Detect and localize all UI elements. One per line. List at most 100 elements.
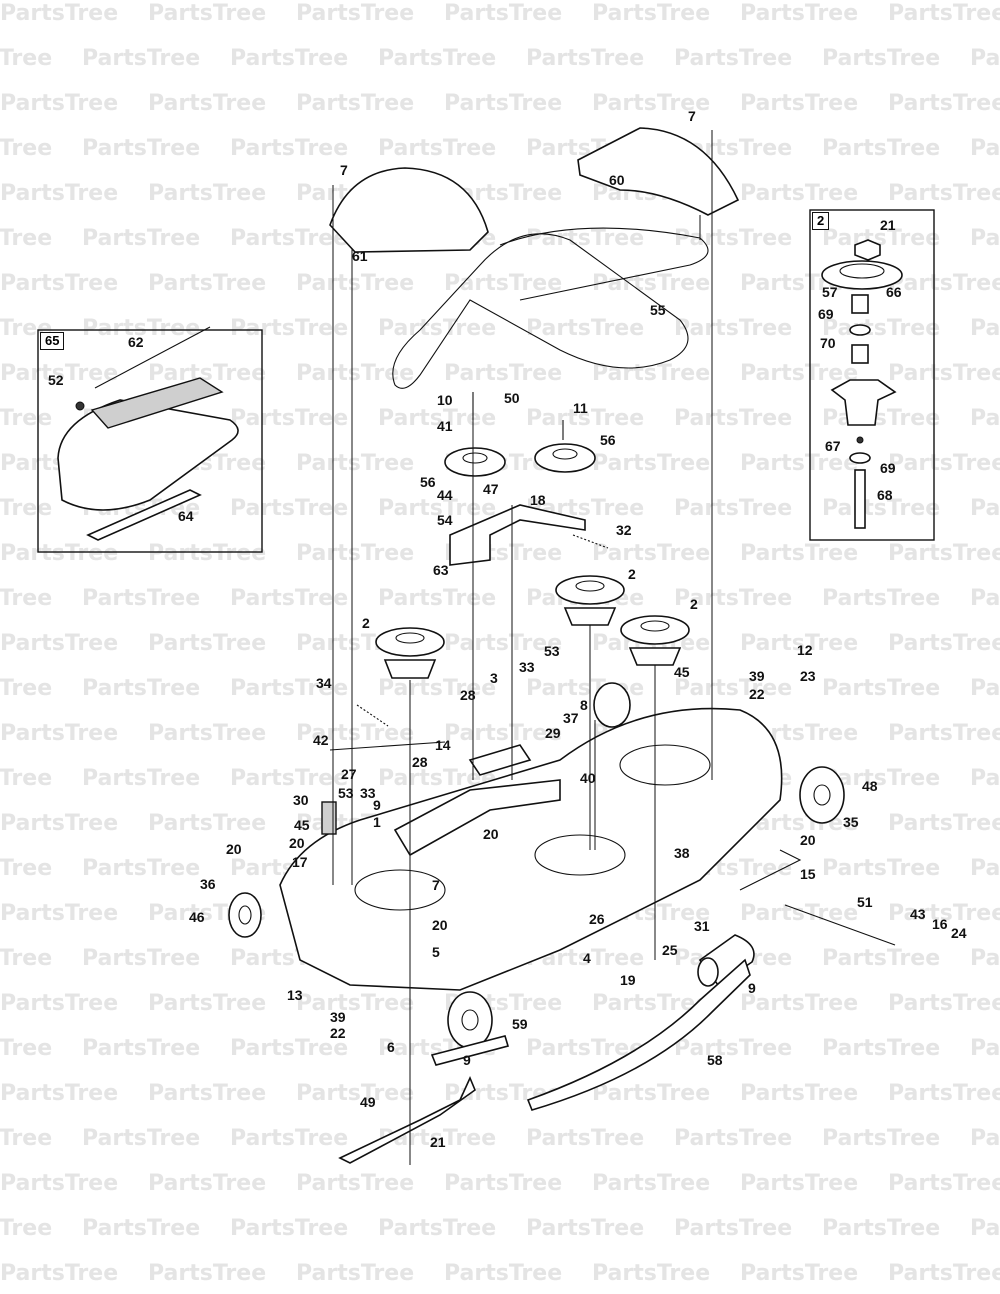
part-callout-18: 18 xyxy=(530,492,546,508)
part-callout-7: 7 xyxy=(340,162,348,178)
inset-label-65: 65 xyxy=(40,332,65,350)
part-callout-10: 10 xyxy=(437,392,453,408)
part-callout-42: 42 xyxy=(313,732,329,748)
part-callout-2: 2 xyxy=(690,596,698,612)
part-callout-56: 56 xyxy=(420,474,436,490)
part-callout-52: 52 xyxy=(48,372,64,388)
part-callout-46: 46 xyxy=(189,909,205,925)
part-callout-22: 22 xyxy=(749,686,765,702)
part-callout-22: 22 xyxy=(330,1025,346,1041)
part-callout-21: 21 xyxy=(430,1134,446,1150)
inset-box-65 xyxy=(37,326,263,553)
part-callout-17: 17 xyxy=(292,854,308,870)
part-callout-40: 40 xyxy=(580,770,596,786)
part-callout-39: 39 xyxy=(330,1009,346,1025)
part-callout-3: 3 xyxy=(490,670,498,686)
part-callout-55: 55 xyxy=(650,302,666,318)
part-callout-9: 9 xyxy=(748,980,756,996)
part-callout-47: 47 xyxy=(483,481,499,497)
part-callout-28: 28 xyxy=(460,687,476,703)
part-callout-53: 53 xyxy=(544,643,560,659)
belt-cover-right xyxy=(577,127,740,216)
part-callout-48: 48 xyxy=(862,778,878,794)
part-callout-20: 20 xyxy=(226,841,242,857)
part-callout-20: 20 xyxy=(800,832,816,848)
part-callout-25: 25 xyxy=(662,942,678,958)
part-callout-5: 5 xyxy=(432,944,440,960)
inset-label-2: 2 xyxy=(812,212,830,230)
part-callout-41: 41 xyxy=(437,418,453,434)
spindle-right xyxy=(620,615,690,666)
part-callout-7: 7 xyxy=(432,877,440,893)
part-callout-30: 30 xyxy=(293,792,309,808)
part-callout-33: 33 xyxy=(519,659,535,675)
part-callout-21: 21 xyxy=(880,217,896,233)
spindle-center xyxy=(555,575,625,626)
part-callout-31: 31 xyxy=(694,918,710,934)
idler-pulley-right xyxy=(534,443,596,473)
part-callout-69: 69 xyxy=(818,306,834,322)
part-callout-9: 9 xyxy=(373,797,381,813)
part-callout-45: 45 xyxy=(294,817,310,833)
part-callout-50: 50 xyxy=(504,390,520,406)
part-callout-15: 15 xyxy=(800,866,816,882)
part-callout-49: 49 xyxy=(360,1094,376,1110)
part-callout-23: 23 xyxy=(800,668,816,684)
part-callout-29: 29 xyxy=(545,725,561,741)
part-callout-6: 6 xyxy=(387,1039,395,1055)
idler-pulley-left xyxy=(444,447,506,477)
part-callout-12: 12 xyxy=(797,642,813,658)
part-callout-68: 68 xyxy=(877,487,893,503)
part-callout-14: 14 xyxy=(435,737,451,753)
spindle-left xyxy=(375,627,445,679)
part-callout-20: 20 xyxy=(432,917,448,933)
part-callout-34: 34 xyxy=(316,675,332,691)
gauge-wheel-36 xyxy=(228,892,262,938)
part-callout-66: 66 xyxy=(886,284,902,300)
part-callout-64: 64 xyxy=(178,508,194,524)
part-callout-20: 20 xyxy=(483,826,499,842)
part-callout-54: 54 xyxy=(437,512,453,528)
drive-belt xyxy=(392,233,689,389)
gauge-wheel-front-right xyxy=(593,682,631,728)
part-callout-39: 39 xyxy=(749,668,765,684)
part-callout-8: 8 xyxy=(580,697,588,713)
part-callout-45: 45 xyxy=(674,664,690,680)
part-callout-24: 24 xyxy=(951,925,967,941)
part-callout-59: 59 xyxy=(512,1016,528,1032)
part-callout-63: 63 xyxy=(433,562,449,578)
part-callout-20: 20 xyxy=(289,835,305,851)
part-callout-53: 53 xyxy=(338,785,354,801)
baffle-58 xyxy=(526,958,751,1111)
blade-49 xyxy=(338,1075,476,1164)
part-callout-56: 56 xyxy=(600,432,616,448)
part-callout-36: 36 xyxy=(200,876,216,892)
part-callout-27: 27 xyxy=(341,766,357,782)
part-callout-61: 61 xyxy=(352,248,368,264)
part-callout-28: 28 xyxy=(412,754,428,770)
part-callout-19: 19 xyxy=(620,972,636,988)
part-callout-2: 2 xyxy=(362,615,370,631)
part-callout-33: 33 xyxy=(360,785,376,801)
part-callout-32: 32 xyxy=(616,522,632,538)
part-callout-11: 11 xyxy=(573,400,588,416)
inset-box-2 xyxy=(809,209,935,541)
part-callout-9: 9 xyxy=(463,1052,471,1068)
belt-cover-left xyxy=(329,167,489,253)
part-callout-1: 1 xyxy=(373,814,381,830)
leader-lines xyxy=(332,130,713,1165)
mower-deck xyxy=(279,707,783,991)
part-callout-51: 51 xyxy=(857,894,873,910)
part-callout-16: 16 xyxy=(932,916,948,932)
part-callout-44: 44 xyxy=(437,487,453,503)
gauge-wheel-front xyxy=(447,991,493,1049)
part-callout-13: 13 xyxy=(287,987,303,1003)
part-callout-43: 43 xyxy=(910,906,926,922)
part-callout-35: 35 xyxy=(843,814,859,830)
part-callout-38: 38 xyxy=(674,845,690,861)
part-callout-60: 60 xyxy=(609,172,625,188)
part-callout-67: 67 xyxy=(825,438,841,454)
part-callout-7: 7 xyxy=(688,108,696,124)
gauge-wheel-35 xyxy=(799,766,845,824)
